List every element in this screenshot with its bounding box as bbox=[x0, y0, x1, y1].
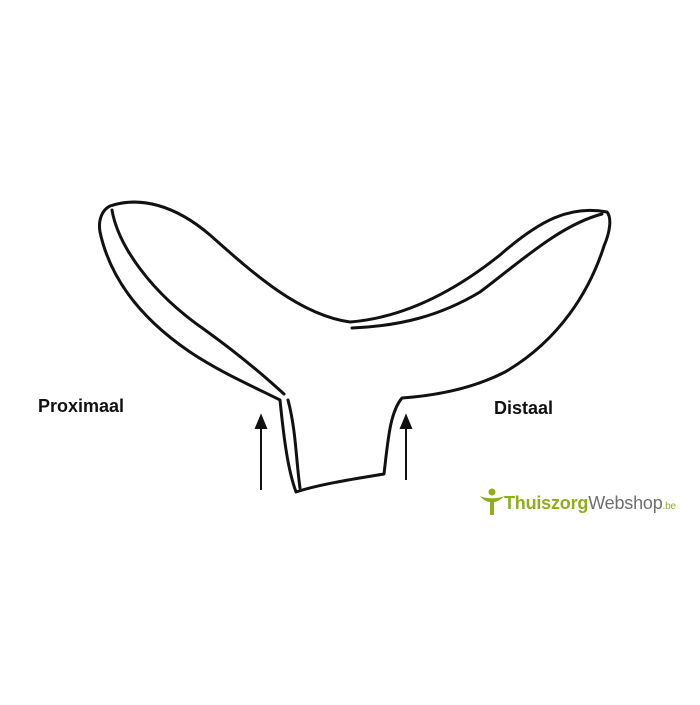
inner-contour-right bbox=[350, 212, 604, 330]
logo-text-thuiszorg: Thuiszorg bbox=[504, 493, 589, 513]
logo-text: ThuiszorgWebshop.be bbox=[504, 493, 676, 514]
person-logo-icon bbox=[480, 488, 504, 515]
logo-text-suffix: .be bbox=[662, 501, 677, 512]
left-arrow-head bbox=[254, 413, 268, 429]
right-arrow-head bbox=[399, 413, 413, 429]
inner-stem-contour bbox=[286, 398, 302, 490]
label-distaal: Distaal bbox=[494, 398, 554, 418]
thuiszorg-webshop-logo: ThuiszorgWebshop.be bbox=[478, 487, 700, 517]
inner-contour-left bbox=[110, 208, 286, 396]
saddle-outline bbox=[98, 200, 612, 494]
label-proximaal: Proximaal bbox=[38, 396, 125, 416]
logo-text-webshop: Webshop bbox=[588, 493, 663, 513]
